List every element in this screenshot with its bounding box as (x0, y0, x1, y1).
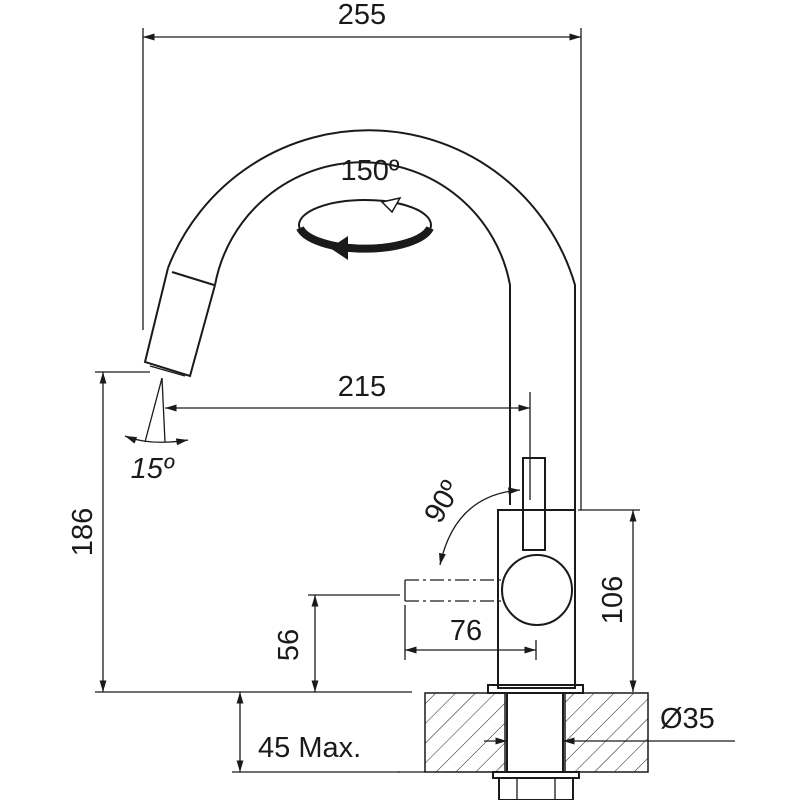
rotation-arrow-icon: 150º (296, 155, 434, 260)
countertop-section (398, 692, 649, 800)
spray-angle-label: 15º (131, 453, 175, 485)
spout (143, 129, 576, 510)
spray-angle-indicator: 15º (124, 377, 189, 485)
handle-rotation-indicator: 90º (418, 475, 521, 566)
dimension-handle-height: 56 (273, 594, 400, 692)
handle-rotation-label: 90º (418, 475, 467, 528)
dimension-label: 215 (338, 371, 386, 403)
dimension-spout-reach: 215 (165, 371, 531, 500)
dimension-label: 255 (338, 0, 386, 31)
dimension-handle-length: 76 (404, 605, 537, 660)
faucet-body (404, 457, 584, 694)
dimension-label: 56 (273, 629, 305, 661)
dimension-label: 106 (597, 576, 629, 624)
dimension-label: 45 Max. (258, 732, 361, 764)
dimension-counter-thickness: 45 Max. (232, 692, 400, 773)
spout-rotation-label: 150º (341, 155, 400, 187)
dimension-spout-height: 186 (67, 371, 412, 693)
dimension-label: 186 (67, 508, 99, 556)
dimension-total-width: 255 (142, 0, 582, 510)
dimension-label: Ø35 (660, 703, 715, 735)
dimension-hole-diameter: Ø35 (484, 703, 735, 745)
dimension-body-height: 106 (578, 509, 640, 692)
dimension-label: 76 (450, 615, 482, 647)
